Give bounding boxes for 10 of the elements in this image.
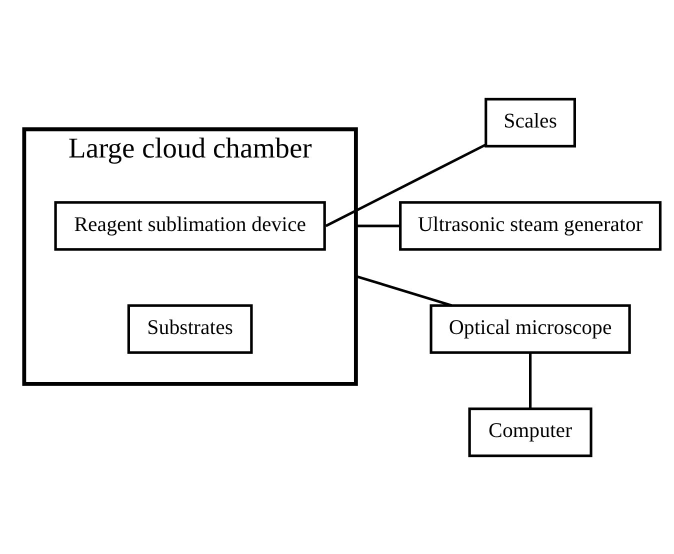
node-box: Reagent sublimation device bbox=[54, 200, 326, 250]
node-box: Scales bbox=[484, 97, 576, 148]
connector bbox=[325, 143, 486, 227]
node-box: Ultrasonic steam generator bbox=[399, 200, 662, 250]
connector bbox=[356, 224, 400, 227]
node-box: Computer bbox=[468, 406, 592, 457]
connector bbox=[529, 352, 532, 408]
node-box: Optical microscope bbox=[430, 304, 631, 354]
node-box: Substrates bbox=[127, 304, 253, 354]
connector bbox=[356, 274, 452, 306]
